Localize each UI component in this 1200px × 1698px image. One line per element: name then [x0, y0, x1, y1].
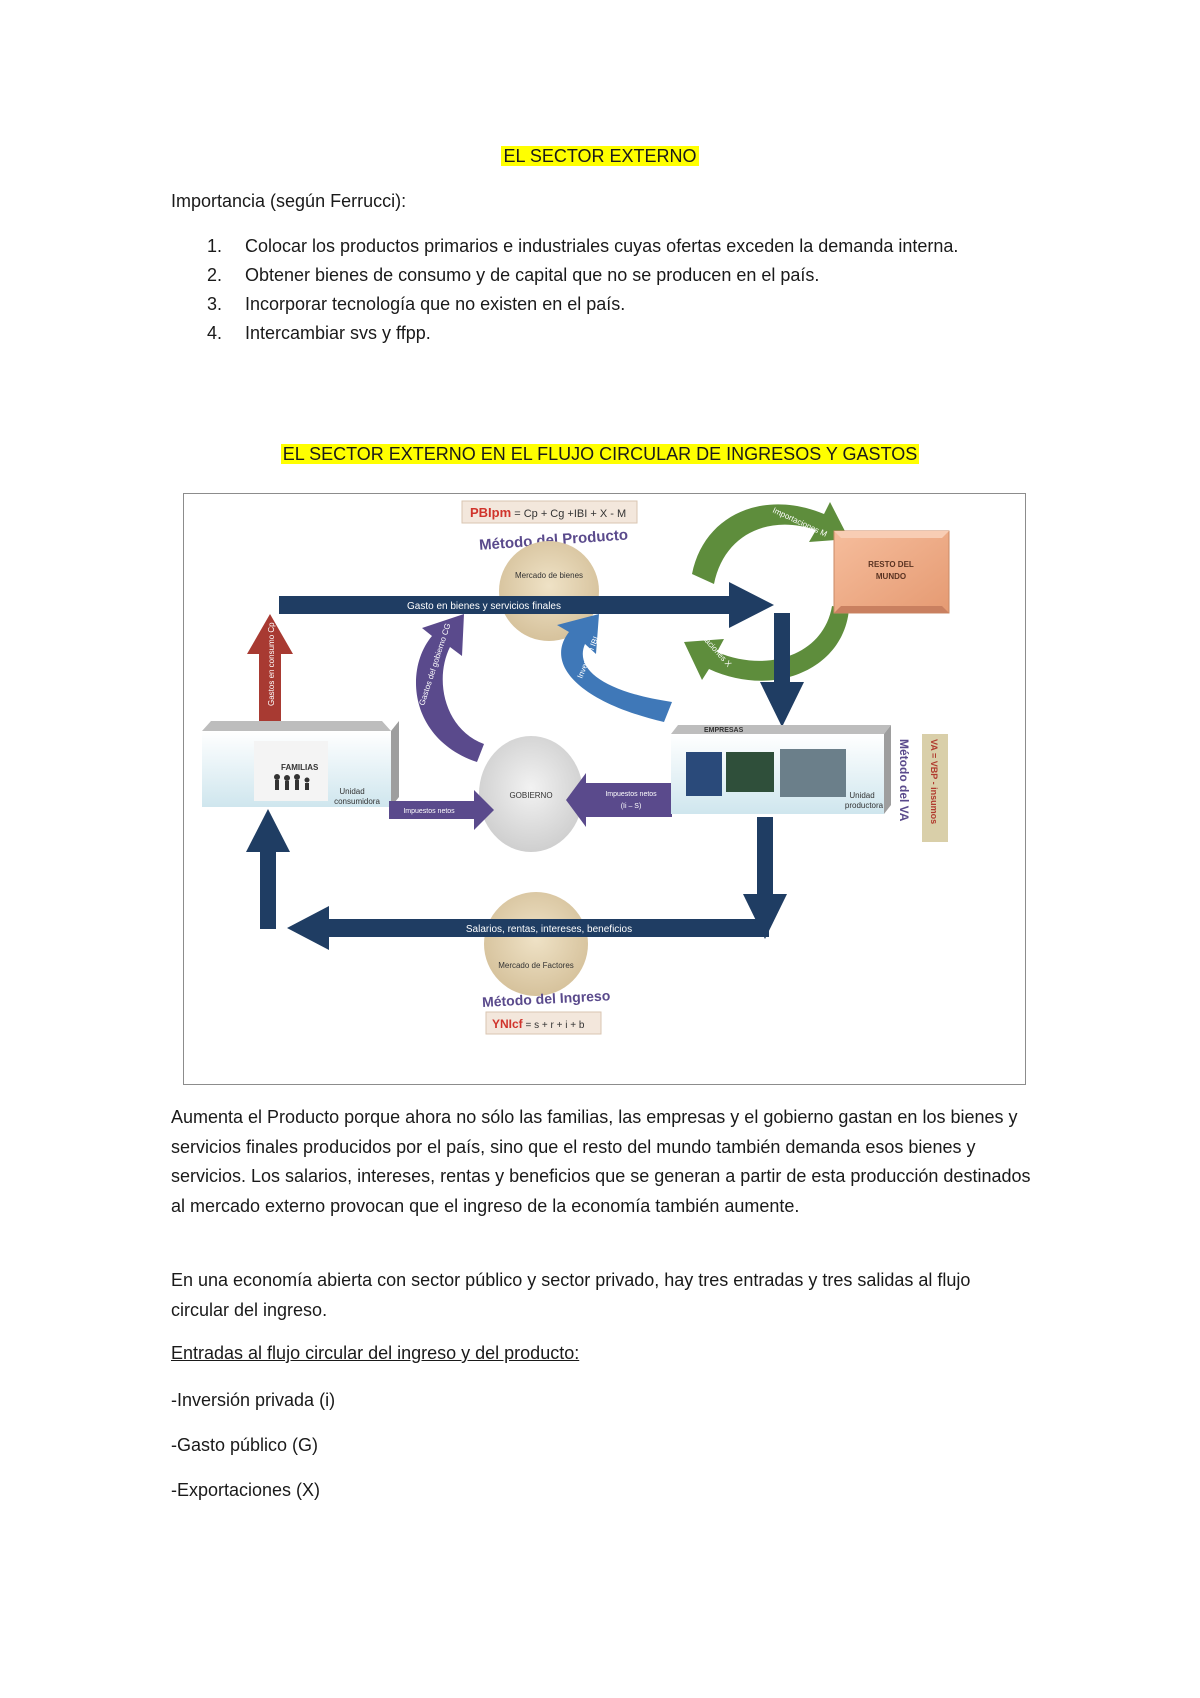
entry-item: -Gasto público (G): [171, 1435, 319, 1455]
indirect-taxes-arrow: Impuestos netos (Ii – S): [566, 773, 672, 827]
svg-text:RESTO DEL: RESTO DEL: [868, 560, 914, 569]
firms-box: EMPRESAS Unidad productora: [671, 725, 891, 814]
exports-arrow: [684, 606, 849, 681]
firms-down-arrow: [743, 817, 787, 939]
gov-spending-arrow: Gastos del gobierno CG: [415, 614, 484, 762]
svg-text:FAMILIAS: FAMILIAS: [281, 763, 319, 772]
diagram-section-title: EL SECTOR EXTERNO EN EL FLUJO CIRCULAR D…: [280, 444, 920, 464]
rest-of-world-box: RESTO DEL MUNDO: [833, 530, 950, 614]
families-up-arrow: [246, 809, 290, 929]
factor-market-circle: [484, 892, 588, 996]
spending-flow-arrow: Gasto en bienes y servicios finales: [279, 582, 774, 628]
method-va-label: Método del VA: [897, 739, 911, 822]
product-formula: PBIpm = Cp + Cg +IBI + X - M: [461, 500, 638, 524]
importance-list: 1.Colocar los productos primarios e indu…: [171, 232, 1011, 348]
factory-image-icon: [780, 749, 846, 797]
goods-market-label: Mercado de bienes: [515, 571, 583, 580]
income-formula: YNIcf = s + r + i + b: [485, 1011, 602, 1035]
entry-item: -Exportaciones (X): [171, 1480, 321, 1500]
svg-text:Impuestos netos: Impuestos netos: [403, 808, 455, 815]
method-income-label: Método del Ingreso: [482, 987, 611, 1010]
paragraph-product: Aumenta el Producto porque ahora no sólo…: [171, 1107, 1031, 1216]
family-silhouettes-icon: [274, 774, 310, 790]
svg-text:Salarios, rentas, intereses, b: Salarios, rentas, intereses, beneficios: [466, 924, 632, 935]
list-item: 1.Colocar los productos primarios e indu…: [207, 236, 959, 256]
direct-taxes-arrow: Impuestos netos: [389, 790, 494, 830]
svg-text:VA = VBP - insumos: VA = VBP - insumos: [929, 739, 939, 824]
svg-text:EMPRESAS: EMPRESAS: [704, 727, 744, 734]
row-to-firms-arrow: [760, 613, 804, 727]
worker-image-icon: [686, 752, 722, 796]
investment-arrow: Inversión IBI: [557, 614, 672, 722]
circular-flow-diagram: PBIpm = Cp + Cg +IBI + X - M Método del …: [183, 493, 1026, 1085]
svg-text:Unidad: Unidad: [339, 787, 364, 796]
svg-text:(Ii – S): (Ii – S): [621, 803, 642, 810]
list-item: 3.Incorporar tecnología que no existen e…: [207, 294, 626, 314]
entry-item: -Inversión privada (i): [171, 1390, 336, 1410]
svg-text:Unidad: Unidad: [849, 791, 874, 800]
paragraph-open-economy: En una economía abierta con sector públi…: [171, 1270, 971, 1320]
svg-text:Gastos en consumo Cp: Gastos en consumo Cp: [267, 622, 276, 706]
importance-heading: Importancia (según Ferrucci):: [171, 191, 407, 211]
consumption-arrow: Gastos en consumo Cp: [247, 614, 293, 722]
svg-text:Gasto en bienes y servicios f: Gasto en bienes y servicios finales: [407, 601, 561, 612]
welding-image-icon: [726, 752, 774, 792]
list-item: 4.Intercambiar svs y ffpp.: [207, 323, 431, 343]
imports-arrow: [692, 502, 849, 584]
svg-text:Impuestos netos: Impuestos netos: [605, 791, 657, 798]
svg-text:PBIpm = Cp + Cg +IBI + X - M: PBIpm = Cp + Cg +IBI + X - M: [470, 505, 626, 520]
factor-market-label: Mercado de Factores: [498, 961, 574, 970]
list-item: 2.Obtener bienes de consumo y de capital…: [207, 265, 820, 285]
page-title: EL SECTOR EXTERNO: [501, 146, 699, 166]
svg-text:MUNDO: MUNDO: [876, 572, 906, 581]
svg-text:productora: productora: [845, 801, 884, 810]
svg-text:YNIcf = s + r + i + b: YNIcf = s + r + i + b: [492, 1017, 585, 1031]
government-label: GOBIERNO: [509, 791, 552, 800]
families-box: FAMILIAS Unidad consumidora: [202, 721, 399, 807]
government-circle: [479, 736, 583, 852]
svg-text:consumidora: consumidora: [334, 797, 380, 806]
income-flow-arrow: Salarios, rentas, intereses, beneficios: [287, 906, 769, 950]
va-formula-box: VA = VBP - insumos: [922, 734, 948, 842]
entries-heading: Entradas al flujo circular del ingreso y…: [171, 1343, 580, 1363]
goods-market-circle: [499, 541, 599, 641]
